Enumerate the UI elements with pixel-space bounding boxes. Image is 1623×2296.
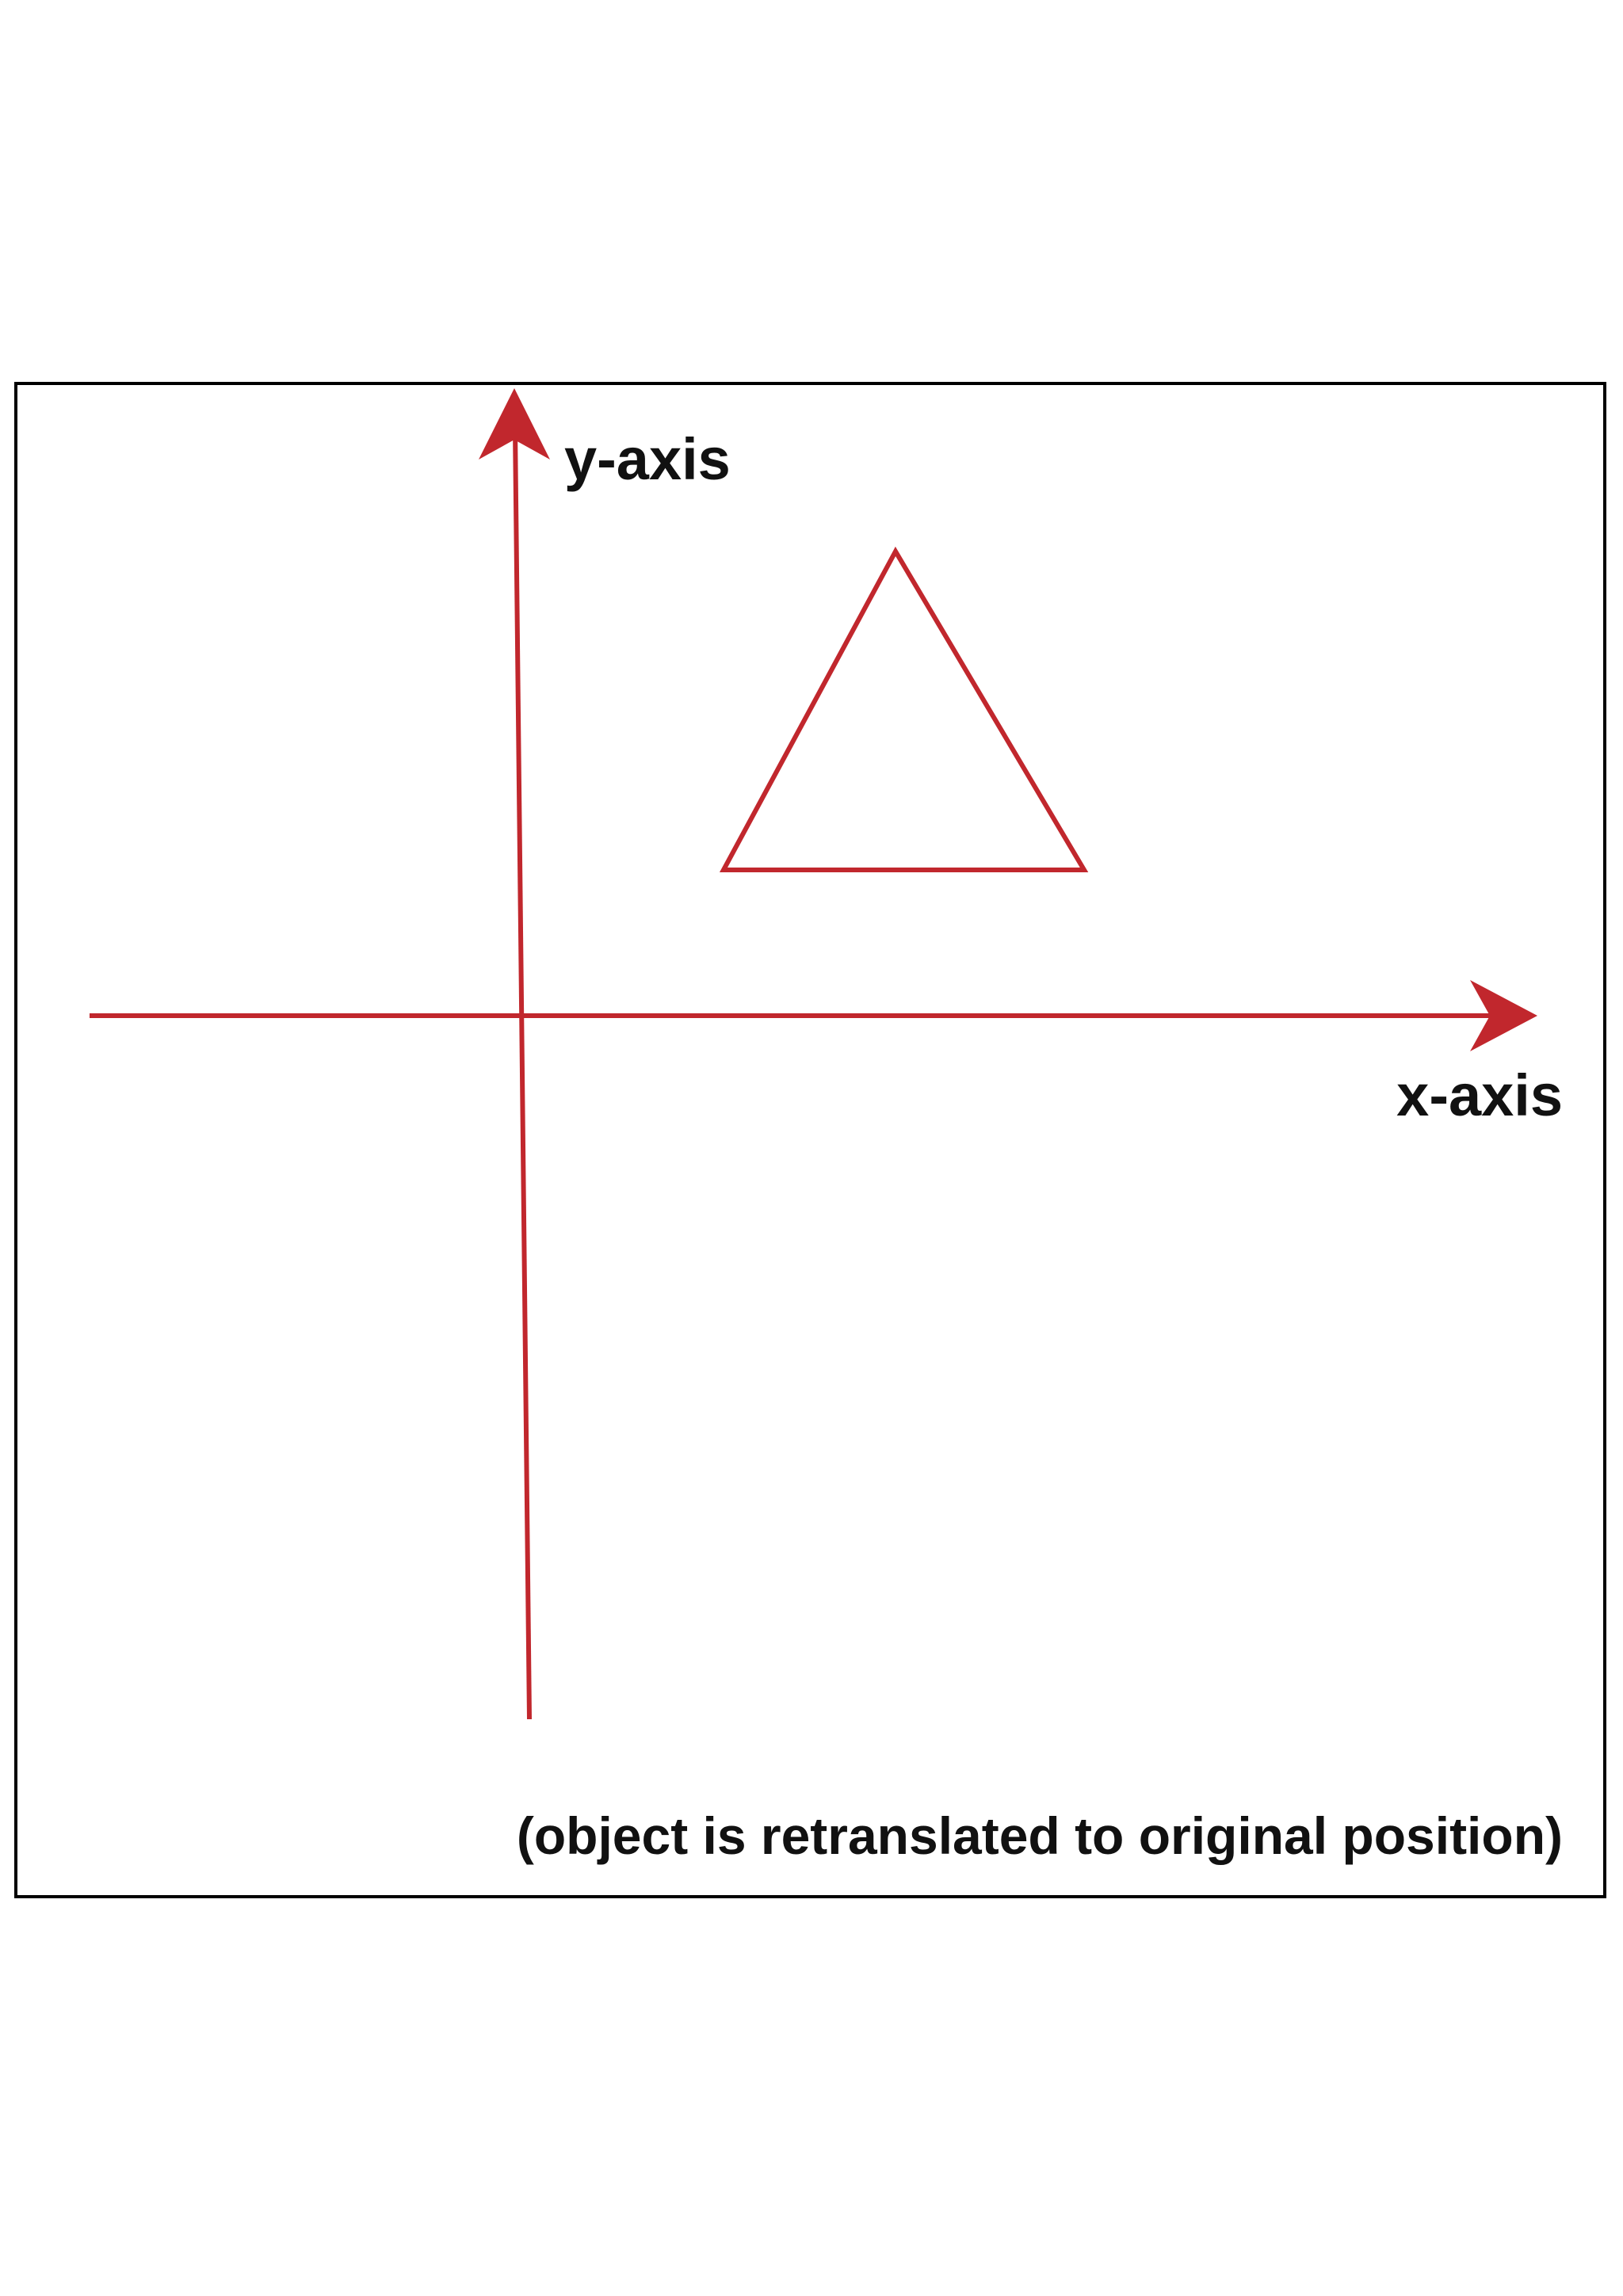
y-axis-arrowhead (479, 388, 550, 460)
diagram-frame (14, 382, 1606, 1898)
y-axis-label: y-axis (564, 426, 731, 492)
x-axis-arrowhead (1470, 980, 1537, 1051)
x-axis-label: x-axis (1396, 1062, 1563, 1128)
triangle-object (719, 546, 1089, 872)
diagram-caption: (object is retranslated to original posi… (517, 1806, 1563, 1865)
y-axis-line (513, 427, 532, 1720)
